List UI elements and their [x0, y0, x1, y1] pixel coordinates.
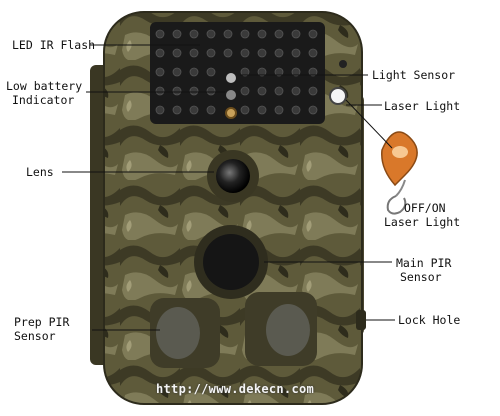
ir-led-array: [155, 29, 318, 115]
ir-led: [274, 48, 284, 58]
ir-led: [308, 105, 318, 115]
label-main-pir-line1: Main PIR: [396, 256, 452, 270]
ir-led: [206, 86, 216, 96]
light-sensor-dot: [226, 73, 236, 83]
light-sensor-hole: [339, 60, 347, 68]
ir-led: [240, 86, 250, 96]
lock-hole: [356, 310, 366, 330]
ir-led: [172, 105, 182, 115]
label-low-battery-line2: Indicator: [12, 93, 75, 107]
ir-led: [308, 67, 318, 77]
label-light-sensor: Light Sensor: [372, 68, 456, 82]
ir-led: [240, 29, 250, 39]
ir-led: [291, 29, 301, 39]
ir-led: [240, 67, 250, 77]
ir-led: [257, 105, 267, 115]
ir-led: [206, 29, 216, 39]
ir-led: [240, 48, 250, 58]
ir-led: [291, 86, 301, 96]
label-led-ir-flash: LED IR Flash: [12, 38, 96, 52]
label-prep-pir-line2: Sensor: [14, 329, 56, 343]
ir-led: [172, 67, 182, 77]
ir-led: [291, 105, 301, 115]
ir-led: [274, 67, 284, 77]
watermark-url: http://www.dekecn.com: [156, 382, 315, 396]
ir-led: [155, 48, 165, 58]
battery-indicator-dot: [226, 90, 236, 100]
ir-led: [155, 29, 165, 39]
ir-led: [257, 86, 267, 96]
label-off-on-line1: OFF/ON: [404, 201, 446, 215]
ir-led: [291, 48, 301, 58]
ir-led: [257, 29, 267, 39]
ir-led: [155, 105, 165, 115]
ir-led: [189, 105, 199, 115]
ir-led: [257, 67, 267, 77]
laser-key-fob: [381, 131, 418, 215]
ir-led: [274, 86, 284, 96]
label-prep-pir-line1: Prep PIR: [14, 315, 70, 329]
label-off-on-line2: Laser Light: [384, 215, 461, 229]
label-low-battery-line1: Low battery: [6, 79, 83, 93]
ir-led: [223, 29, 233, 39]
ir-led: [240, 105, 250, 115]
ir-led: [155, 86, 165, 96]
ir-led: [257, 48, 267, 58]
prep-pir-right: [266, 304, 310, 356]
indicator-led: [225, 107, 237, 119]
ir-led: [274, 29, 284, 39]
main-pir-sensor: [203, 234, 259, 290]
ir-led: [172, 86, 182, 96]
ir-led: [274, 105, 284, 115]
ir-led: [308, 48, 318, 58]
ir-led: [308, 86, 318, 96]
prep-pir-left: [156, 307, 200, 359]
ir-led: [189, 86, 199, 96]
leader-lines: [62, 44, 395, 331]
ir-led-panel: [150, 22, 325, 124]
ir-led: [189, 67, 199, 77]
label-laser-light: Laser Light: [384, 99, 461, 113]
ir-led: [172, 48, 182, 58]
label-lens: Lens: [26, 165, 54, 179]
label-main-pir-line2: Sensor: [400, 270, 442, 284]
lens: [216, 159, 250, 193]
ir-led: [206, 67, 216, 77]
ir-led: [189, 29, 199, 39]
label-lock-hole: Lock Hole: [398, 313, 461, 327]
ir-led: [223, 48, 233, 58]
ir-led: [189, 48, 199, 58]
laser-light: [329, 87, 347, 105]
ir-led: [206, 48, 216, 58]
ir-led: [172, 29, 182, 39]
ir-led: [291, 67, 301, 77]
ir-led: [206, 105, 216, 115]
ir-led: [155, 67, 165, 77]
ir-led: [308, 29, 318, 39]
